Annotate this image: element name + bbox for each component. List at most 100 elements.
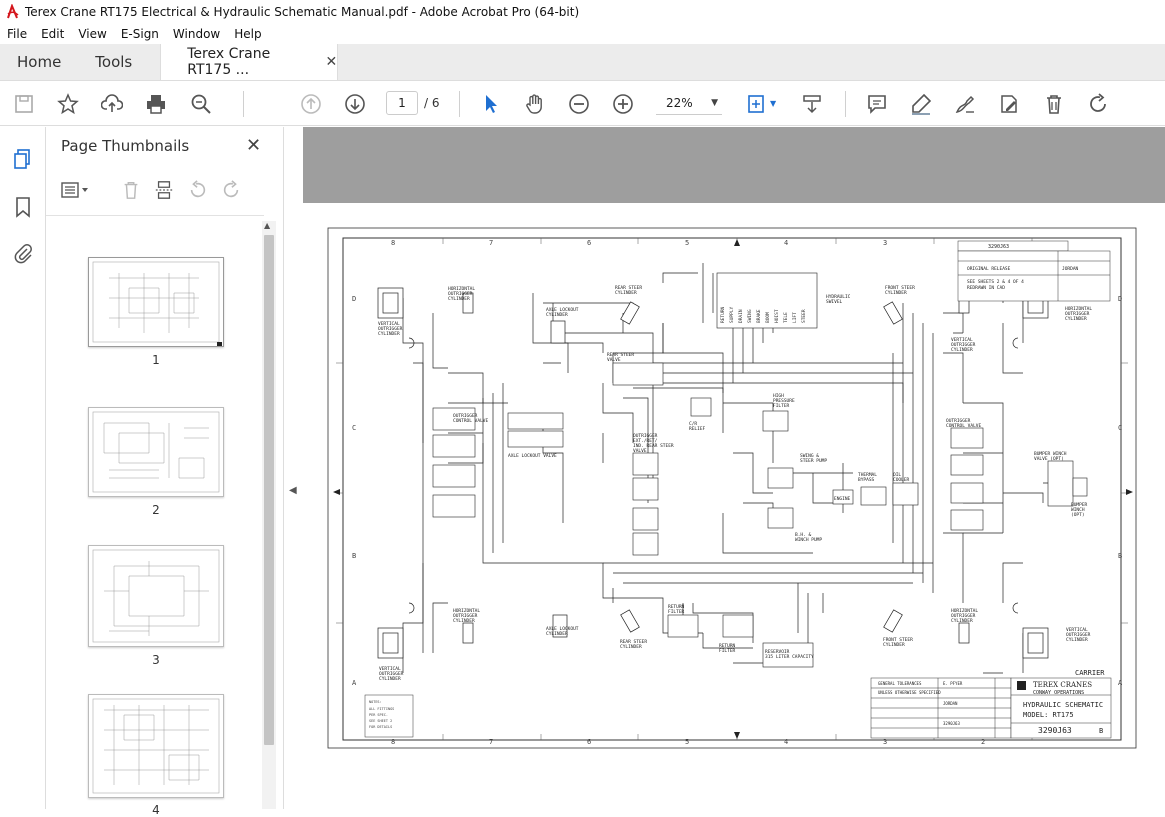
tolerance-header: GENERAL TOLERANCES	[878, 681, 922, 686]
col-7-bottom: 7	[489, 738, 493, 746]
bookmark-icon[interactable]	[11, 195, 35, 219]
zoom-search-icon[interactable]	[190, 81, 212, 126]
menu-help[interactable]: Help	[234, 26, 262, 41]
row-d-left: D	[352, 295, 356, 303]
page-thumbnail[interactable]	[88, 407, 224, 497]
schematic-label-line: RETURN	[719, 643, 736, 649]
drawing-number: 3290J63	[1038, 726, 1072, 735]
menu-window[interactable]: Window	[172, 26, 221, 41]
select-arrow-icon[interactable]	[480, 81, 502, 126]
schematic-label-line: REAR STEER	[607, 352, 634, 358]
schematic-label-line: 315 LITER CAPACITY	[765, 654, 814, 660]
options-menu-icon[interactable]	[61, 175, 89, 205]
schematic-label-line: HIGH	[773, 393, 784, 399]
schematic-label-line: BYPASS	[858, 477, 875, 483]
rotate-cw-icon[interactable]	[221, 175, 241, 205]
page-thumbnail[interactable]	[88, 545, 224, 647]
schematic-label-line: CYLINDER	[546, 631, 568, 637]
schematic-label-line: OUTRIGGER	[1066, 632, 1091, 638]
scroll-mode-icon[interactable]	[801, 81, 823, 126]
schematic-label-line: VERTICAL	[951, 337, 973, 343]
document-viewer[interactable]: 8 7 6 5 4 3 8 7 6 5 4 3 2 D C B A	[303, 127, 1165, 809]
panel-title: Page Thumbnails	[61, 137, 190, 155]
schematic-label-line: OUTRIGGER	[1065, 311, 1090, 317]
menu-edit[interactable]: Edit	[41, 26, 65, 41]
zoom-out-icon[interactable]	[568, 81, 590, 126]
hand-icon[interactable]	[524, 81, 546, 126]
schematic-label-line: CYLINDER	[883, 642, 905, 648]
schematic-label-swing-steer-pump: SWING &STEER PUMP	[800, 453, 827, 464]
collapse-panel-handle[interactable]: ◀	[284, 127, 303, 809]
rev-line-3: REDRAWN IN CAD	[967, 285, 1005, 291]
page-up-icon[interactable]	[300, 81, 322, 126]
page-thumbnail[interactable]	[88, 694, 224, 798]
swivel-port: HOIST	[774, 309, 780, 323]
schematic-label-line: HORIZONTAL	[453, 608, 480, 614]
left-rail	[0, 127, 46, 809]
col-2-bottom: 2	[981, 738, 985, 746]
zoom-value: 22%	[666, 96, 693, 110]
schematic-label-line: RETURN	[668, 604, 685, 610]
zoom-in-icon[interactable]	[612, 81, 634, 126]
scrollbar-thumb[interactable]	[264, 235, 274, 745]
rotate-ccw-icon[interactable]	[188, 175, 208, 205]
panel-close-icon[interactable]: ✕	[246, 135, 262, 156]
col-8: 8	[391, 239, 395, 247]
acrobat-icon	[7, 4, 19, 19]
drawing-model: MODEL: RT175	[1023, 711, 1074, 719]
thumbnails-scrollbar[interactable]: ▲	[262, 221, 276, 809]
swivel-port: LIFT	[792, 312, 798, 323]
rotate-icon[interactable]	[1087, 81, 1109, 126]
tab-close-icon[interactable]: ✕	[325, 54, 338, 70]
schematic-label-line: OUTRIGGER	[453, 413, 478, 419]
drawing-sheet: B	[1099, 727, 1103, 735]
page-thumbnails-icon[interactable]	[11, 147, 35, 171]
attachment-icon[interactable]	[11, 241, 35, 265]
rev-line-2: SEE SHEETS 2 & 4 OF 4	[967, 279, 1024, 285]
tab-document[interactable]: Terex Crane RT175 ... ✕	[160, 44, 339, 80]
upload-icon[interactable]	[101, 81, 123, 126]
page-thumbnail[interactable]	[88, 257, 224, 347]
bookmark-star-icon[interactable]	[57, 81, 79, 126]
schematic-label-line: RELIEF	[689, 426, 706, 432]
save-icon[interactable]	[13, 81, 35, 126]
comment-icon[interactable]	[866, 81, 888, 126]
col-5: 5	[685, 239, 689, 247]
sign-icon[interactable]	[954, 81, 976, 126]
menu-esign[interactable]: E-Sign	[120, 26, 159, 41]
page-number-input[interactable]: 1	[386, 91, 418, 115]
delete-page-icon[interactable]	[121, 175, 141, 205]
schematic-label-line: CYLINDER	[615, 290, 637, 296]
schematic-label-line: BUMPER WINCH	[1034, 451, 1067, 457]
fit-page-icon[interactable]: ▼	[746, 81, 776, 126]
col-5-bottom: 5	[685, 738, 689, 746]
delete-icon[interactable]	[1043, 81, 1065, 126]
col-6-bottom: 6	[587, 738, 591, 746]
menu-file[interactable]: File	[7, 26, 28, 41]
scroll-up-icon[interactable]: ▲	[264, 221, 271, 230]
schematic-label-line: VERTICAL	[378, 321, 400, 327]
drawn-by: E. PFYER	[943, 681, 963, 686]
schematic-label-line: CYLINDER	[951, 618, 973, 624]
schematic-label-line: BUMPER	[1071, 502, 1088, 508]
schematic-label-line: AXLE LOCKOUT	[546, 307, 579, 313]
tab-home[interactable]: Home	[17, 53, 62, 71]
zoom-select[interactable]: 22%▼	[656, 91, 722, 115]
edit-icon[interactable]	[998, 81, 1020, 126]
print-icon[interactable]	[145, 81, 167, 126]
panel-toolbar	[46, 175, 284, 205]
split-page-icon[interactable]	[154, 175, 174, 205]
page-down-icon[interactable]	[344, 81, 366, 126]
svg-text:FOR DETAILS: FOR DETAILS	[369, 725, 392, 729]
menu-view[interactable]: View	[78, 26, 107, 41]
tab-tools[interactable]: Tools	[95, 53, 133, 71]
highlight-icon[interactable]	[910, 81, 932, 126]
